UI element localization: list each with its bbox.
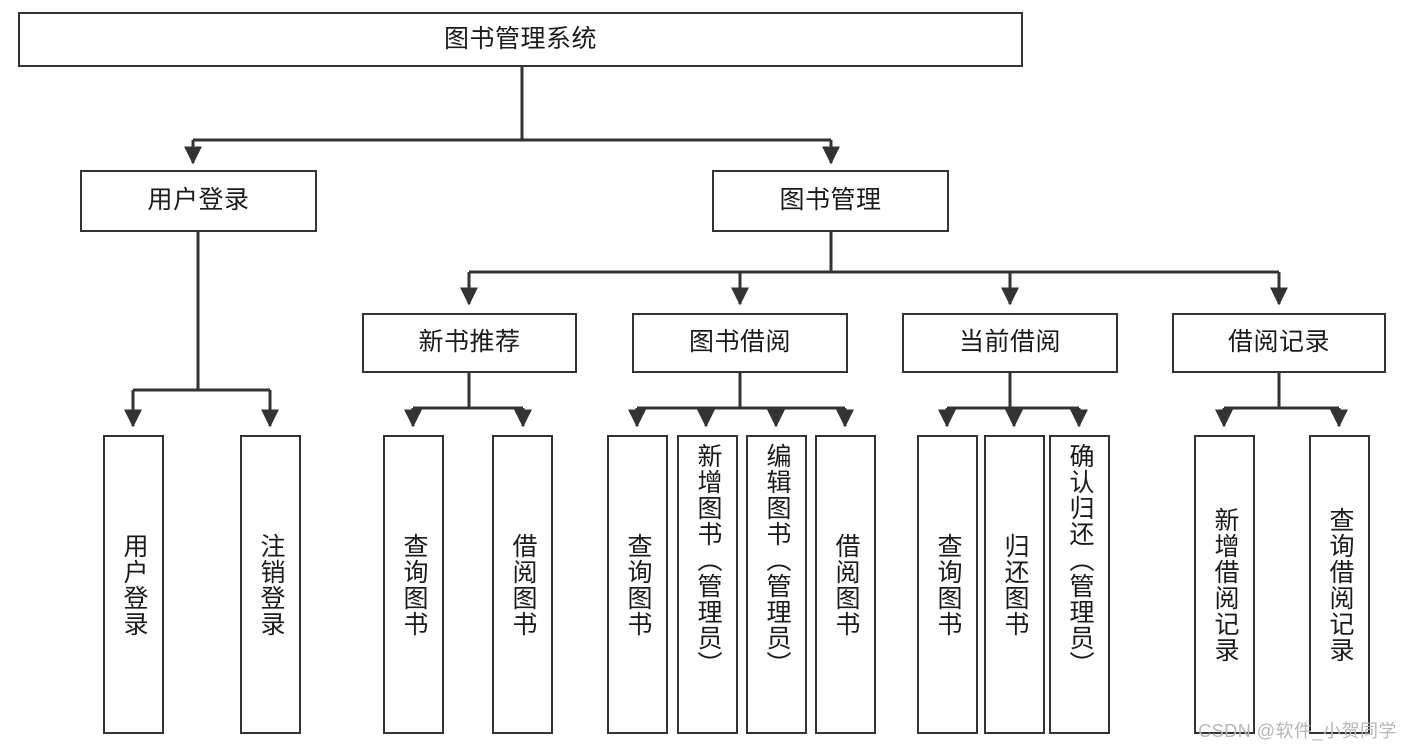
- node-new-book-recommend-label: 新书推荐: [418, 328, 521, 357]
- leaf-return-book[interactable]: 归还图书: [984, 435, 1045, 734]
- leaf-add-book-admin[interactable]: 新增图书（管理员）: [677, 435, 738, 734]
- leaf-query-book-current[interactable]: 查询图书: [917, 435, 978, 734]
- leaf-query-borrow-record-label: 查询借阅记录: [1326, 506, 1354, 663]
- leaf-borrow-book[interactable]: 借阅图书: [815, 435, 876, 734]
- leaf-query-book-borrow-label: 查询图书: [624, 532, 652, 637]
- node-book-borrow[interactable]: 图书借阅: [632, 313, 848, 373]
- leaf-user-login[interactable]: 用户登录: [103, 435, 164, 734]
- leaf-confirm-return-admin-label: 确认归还（管理员）: [1066, 443, 1094, 677]
- node-book-management[interactable]: 图书管理: [712, 170, 949, 232]
- leaf-query-book-borrow[interactable]: 查询图书: [607, 435, 668, 734]
- leaf-query-book-recommend-label: 查询图书: [400, 532, 428, 637]
- leaf-confirm-return-admin[interactable]: 确认归还（管理员）: [1049, 435, 1110, 734]
- node-current-borrow[interactable]: 当前借阅: [902, 313, 1118, 373]
- leaf-return-book-label: 归还图书: [1001, 532, 1029, 637]
- node-user-login[interactable]: 用户登录: [80, 170, 317, 232]
- node-new-book-recommend[interactable]: 新书推荐: [362, 313, 577, 373]
- leaf-edit-book-admin-label: 编辑图书（管理员）: [763, 443, 791, 677]
- node-borrow-record-label: 借阅记录: [1227, 328, 1330, 357]
- leaf-query-borrow-record[interactable]: 查询借阅记录: [1309, 435, 1370, 734]
- leaf-query-book-current-label: 查询图书: [934, 532, 962, 637]
- node-borrow-record[interactable]: 借阅记录: [1172, 313, 1386, 373]
- node-root[interactable]: 图书管理系统: [18, 12, 1023, 67]
- leaf-borrow-book-recommend[interactable]: 借阅图书: [492, 435, 553, 734]
- leaf-add-book-admin-label: 新增图书（管理员）: [694, 443, 722, 677]
- leaf-logout[interactable]: 注销登录: [240, 435, 301, 734]
- leaf-add-borrow-record-label: 新增借阅记录: [1211, 506, 1239, 663]
- node-current-borrow-label: 当前借阅: [958, 328, 1061, 357]
- node-user-login-label: 用户登录: [147, 186, 250, 215]
- node-book-management-label: 图书管理: [779, 186, 882, 215]
- node-root-label: 图书管理系统: [443, 24, 597, 53]
- leaf-query-book-recommend[interactable]: 查询图书: [383, 435, 444, 734]
- leaf-borrow-book-label: 借阅图书: [832, 532, 860, 637]
- leaf-edit-book-admin[interactable]: 编辑图书（管理员）: [746, 435, 807, 734]
- leaf-borrow-book-recommend-label: 借阅图书: [509, 532, 537, 637]
- leaf-user-login-label: 用户登录: [120, 532, 148, 637]
- leaf-logout-label: 注销登录: [257, 532, 285, 637]
- node-book-borrow-label: 图书借阅: [688, 328, 791, 357]
- leaf-add-borrow-record[interactable]: 新增借阅记录: [1194, 435, 1255, 734]
